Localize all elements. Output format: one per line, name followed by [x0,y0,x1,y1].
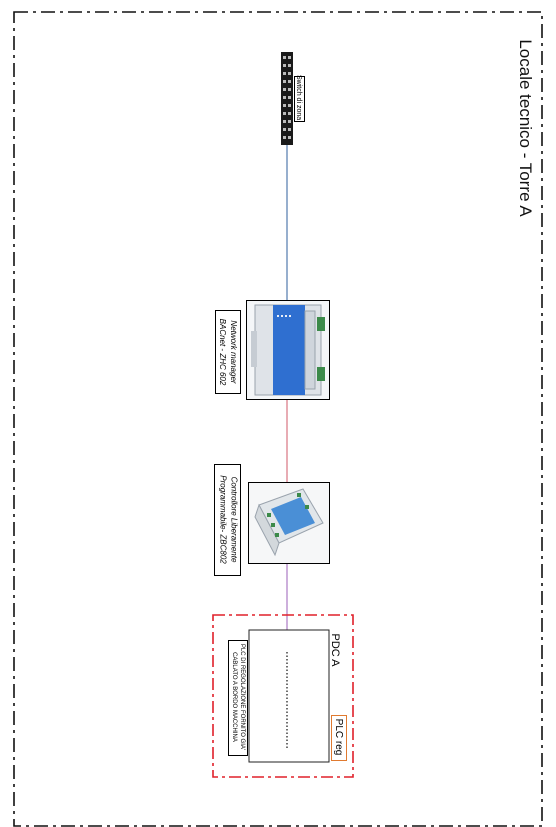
switch-label: Switch di zona [293,75,303,119]
network-manager-label-line2: BACnet - ZHC 602 [217,311,228,393]
pdc-note-line2: CABLATO A BORDO MACCHINA [230,640,238,754]
switch-device[interactable] [281,52,293,145]
network-manager-label: Network manager BACnet - ZHC 602 [215,311,239,393]
controller-label-line1: Controllore Liberamente [229,465,240,575]
pdc-note-line1: PLC DI REGOLAZIONE FORNITO GIA' [238,640,246,754]
pdc-note: PLC DI REGOLAZIONE FORNITO GIA' CABLATO … [228,640,246,754]
controller-label-line2: Programmabile- ZBC802 [218,465,229,575]
controller-device[interactable] [248,482,330,564]
pdc-title: PDC A [328,630,342,670]
controller-label: Controllore Liberamente Programmabile- Z… [215,465,240,575]
plc-reg-tag: PLC reg [332,715,344,759]
network-manager-device[interactable] [246,300,330,400]
network-manager-label-line1: Network manager [228,311,239,393]
pdc-unit-box [249,630,329,762]
area-title: Locale tecnico - Torre A [514,33,536,223]
